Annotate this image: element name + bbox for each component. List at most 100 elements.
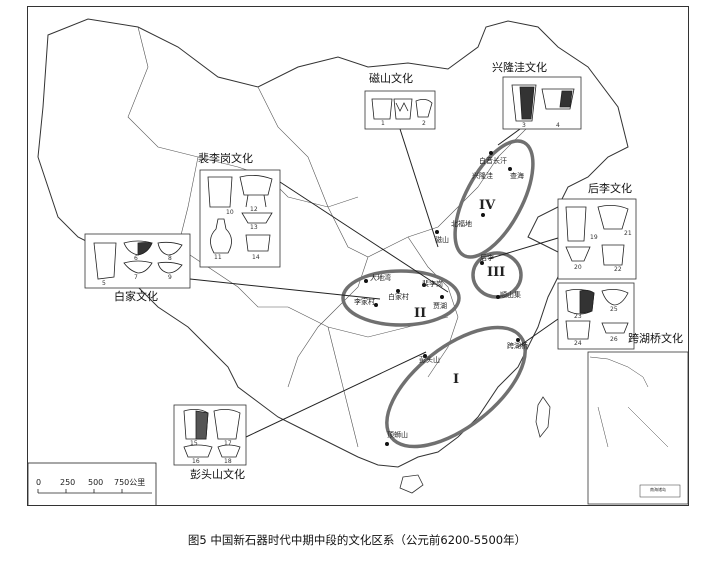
pot-sketch <box>601 289 629 306</box>
culture-title-cishan: 磁山文化 <box>369 72 413 85</box>
scale-label: 500 <box>88 478 104 487</box>
zone-i-ellipse <box>385 325 527 449</box>
pot-sketch <box>123 260 153 274</box>
pot-number: 11 <box>214 254 222 261</box>
pot-sketch <box>93 242 117 280</box>
culture-title-xinglongwa: 兴隆洼文化 <box>492 61 547 74</box>
pot-number: 1 <box>381 120 385 127</box>
pot-number: 24 <box>574 340 582 347</box>
pot-sketch <box>213 409 241 440</box>
connector-baijia <box>189 278 381 300</box>
zone-label-ii: II <box>414 306 427 321</box>
pot-number: 21 <box>624 230 632 237</box>
inset-label: 南海诸岛 <box>650 487 666 492</box>
pot-number: 8 <box>168 255 172 262</box>
pot-sketch <box>541 88 575 110</box>
site-dot <box>364 279 368 283</box>
connector-cishan <box>399 128 439 248</box>
connector-pengtoushan <box>245 351 427 438</box>
pottery-sketches <box>93 84 629 458</box>
inset-coast <box>589 356 669 448</box>
pot-sketch <box>217 444 241 458</box>
site-label: 顺山集 <box>500 291 521 299</box>
site-dot <box>508 167 512 171</box>
pot-sketch <box>207 176 233 208</box>
culture-title-peiligang: 裴李岗文化 <box>198 152 253 165</box>
box-kuahuqiao <box>557 282 635 350</box>
pot-number: 3 <box>522 122 526 129</box>
zone-ii-ellipse <box>341 269 461 327</box>
pot-number: 13 <box>250 224 258 231</box>
site-label: 彭头山 <box>419 356 440 364</box>
site-dot <box>481 213 485 217</box>
pot-sketch <box>601 244 625 266</box>
map-drawing <box>28 18 688 505</box>
inset-scale <box>639 484 681 498</box>
pot-sketch <box>511 84 537 122</box>
pot-number: 16 <box>192 458 200 465</box>
site-dot <box>489 151 493 155</box>
scale-label: 250 <box>60 478 76 487</box>
zone-label-i: I <box>453 372 460 387</box>
site-dot <box>480 261 484 265</box>
pot-sketch <box>239 175 273 208</box>
pot-sketch <box>137 242 153 256</box>
site-label: 白音长汗 <box>479 157 507 165</box>
pot-number: 12 <box>250 206 258 213</box>
connector-houli <box>487 237 559 260</box>
site-label: 李家村 <box>354 298 375 306</box>
pot-number: 23 <box>574 313 582 320</box>
pot-sketch <box>565 206 587 242</box>
pot-number: 10 <box>226 209 234 216</box>
figure-caption: 图5 中国新石器时代中期中段的文化区系（公元前6200-5500年） <box>187 533 527 547</box>
site-label: 后李 <box>480 254 494 262</box>
pot-number: 2 <box>422 120 426 127</box>
scale-label: 750公里 <box>114 478 146 487</box>
pot-number: 4 <box>556 122 560 129</box>
pot-sketch <box>241 212 273 224</box>
connector-xinglongwa <box>497 128 521 146</box>
connector-kuahuqiao <box>517 318 559 348</box>
box-cishan <box>364 90 436 130</box>
site-dot <box>496 295 500 299</box>
pot-number: 18 <box>224 458 232 465</box>
site-label: 白家村 <box>388 293 409 301</box>
south-sea-inset <box>587 351 688 505</box>
site-dot <box>423 354 427 358</box>
culture-title-houli: 后李文化 <box>588 182 632 195</box>
zone-label-iv: IV <box>479 198 496 213</box>
pot-sketch <box>183 444 213 458</box>
pot-sketch <box>601 322 629 334</box>
pot-sketch <box>157 241 183 256</box>
pot-sketch <box>195 410 209 440</box>
culture-title-kuahuqiao: 跨湖桥文化 <box>628 332 683 345</box>
site-dot <box>396 289 400 293</box>
zone-label-iii: III <box>487 265 506 280</box>
site-label: 查海 <box>510 172 524 180</box>
box-peiligang <box>199 169 281 268</box>
pot-number: 22 <box>614 266 622 273</box>
site-label: 磁山 <box>435 236 449 244</box>
site-label: 北福地 <box>451 220 472 228</box>
scale-frame <box>28 462 157 505</box>
site-dots <box>364 151 520 446</box>
box-houli <box>557 198 637 280</box>
pot-number: 19 <box>590 234 598 241</box>
china-outline <box>37 18 629 468</box>
pot-number: 20 <box>574 264 582 271</box>
pot-sketch <box>371 98 393 120</box>
pot-number: 7 <box>134 274 138 281</box>
pot-number: 9 <box>168 274 172 281</box>
pot-sketch <box>393 98 413 120</box>
site-label: 贾湖 <box>433 302 447 310</box>
pot-sketch <box>579 289 595 314</box>
culture-title-pengtoushan: 彭头山文化 <box>190 468 245 481</box>
site-dot <box>440 295 444 299</box>
box-pengtoushan <box>173 404 247 466</box>
pot-number: 26 <box>610 336 618 343</box>
site-label: 跨湖桥 <box>507 342 528 350</box>
connector-lines <box>189 128 559 438</box>
site-dot <box>435 230 439 234</box>
pot-number: 17 <box>224 440 232 447</box>
site-dot <box>374 303 378 307</box>
